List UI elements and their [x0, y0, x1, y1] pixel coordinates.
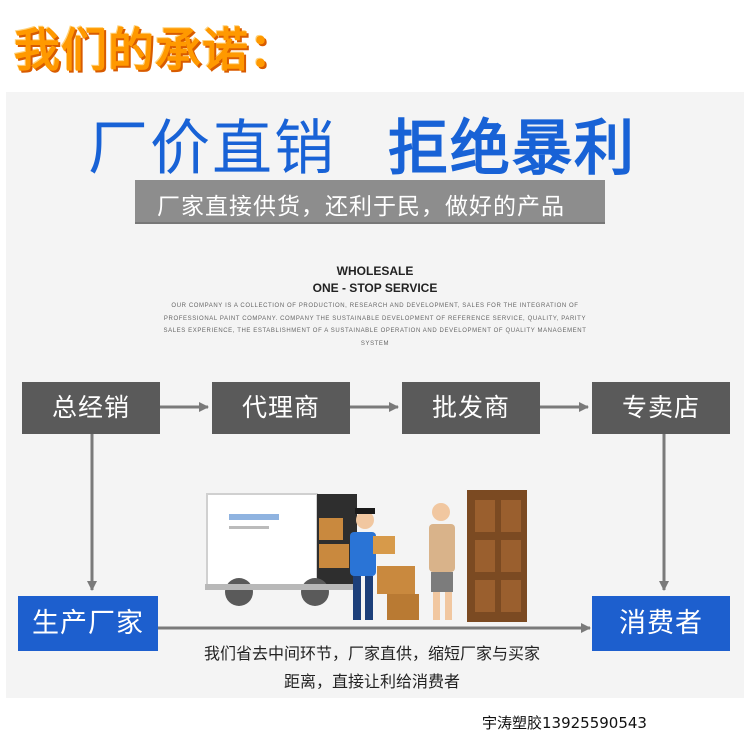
direct-supply-line1: 我们省去中间环节，厂家直供，缩短厂家与买家 — [203, 644, 540, 663]
courier-body — [350, 532, 376, 576]
step-agent: 代理商 — [212, 382, 350, 434]
truck-body — [206, 493, 318, 587]
step-wholesaler: 批发商 — [402, 382, 540, 434]
wholesale-line2: ONE - STOP SERVICE — [312, 281, 438, 295]
customer-body — [429, 524, 455, 572]
package-handed — [373, 536, 395, 554]
package-stack — [377, 566, 415, 594]
consumer-box: 消费者 — [592, 596, 730, 651]
subtitle-bar: 厂家直接供货，还利于民，做好的产品 — [135, 180, 605, 224]
courier-head — [356, 511, 374, 529]
contact-info: 宇涛塑胶13925590543 — [482, 714, 647, 732]
truck-wheel-front — [225, 578, 253, 606]
customer-head — [432, 503, 450, 521]
direct-supply-note: 我们省去中间环节，厂家直供，缩短厂家与买家 距离，直接让利给消费者 — [182, 640, 562, 696]
manufacturer-box: 生产厂家 — [18, 596, 158, 651]
step-store: 专卖店 — [592, 382, 730, 434]
truck-wheel-rear — [301, 578, 329, 606]
step-general-distributor: 总经销 — [22, 382, 160, 434]
truck-panel — [229, 514, 279, 520]
wholesale-line1: WHOLESALE — [336, 264, 414, 278]
direct-supply-line2: 距离，直接让利给消费者 — [283, 672, 460, 691]
headline-factory-price: 厂价直销 — [88, 114, 336, 184]
company-description: OUR COMPANY IS A COLLECTION OF PRODUCTIO… — [163, 303, 587, 347]
delivery-illustration — [205, 490, 527, 622]
promise-title: 我们的承诺： — [14, 23, 296, 77]
wholesale-heading: WHOLESALE ONE - STOP SERVICE — [300, 263, 450, 297]
headline-no-profiteering: 拒绝暴利 — [388, 114, 636, 184]
subtitle-text: 厂家直接供货，还利于民，做好的产品 — [157, 194, 565, 220]
